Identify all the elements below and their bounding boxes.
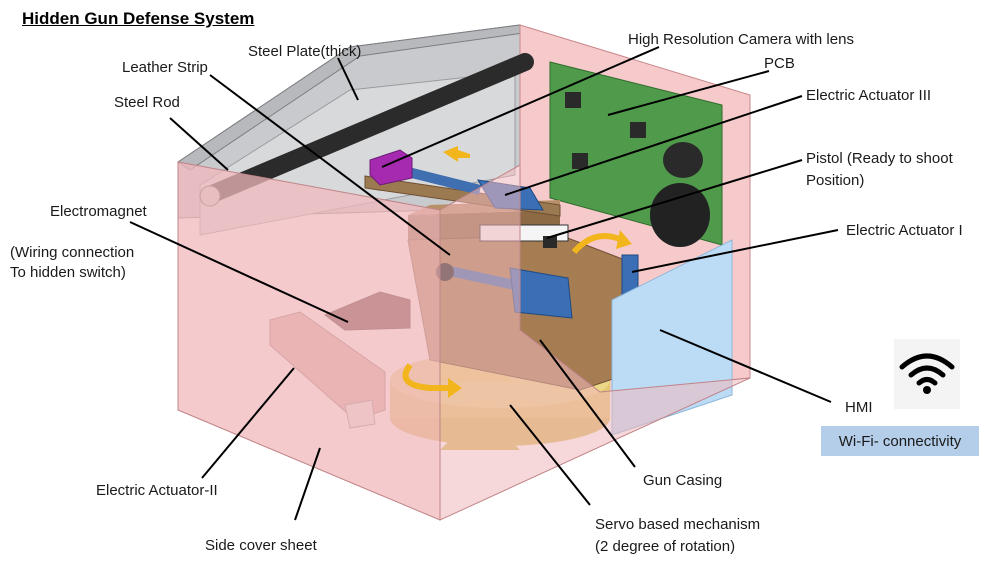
wifi-connectivity-label: Wi-Fi- connectivity: [821, 426, 979, 456]
label-actuator-3: Electric Actuator III: [806, 87, 932, 104]
label-actuator-1: Electric Actuator I: [846, 222, 963, 239]
label-actuator-2: Electric Actuator-II: [96, 482, 218, 499]
label-servo-line1: Servo based mechanism: [595, 516, 761, 533]
label-steel-rod: Steel Rod: [114, 94, 180, 111]
rotation-arrows: [402, 146, 632, 398]
wifi-connectivity-text: Wi-Fi- connectivity: [838, 432, 962, 450]
label-wiring-line2: To hidden switch): [10, 264, 126, 281]
label-side-cover: Side cover sheet: [205, 537, 317, 554]
side-cover-sheet: [177, 161, 751, 521]
pcb-board: [549, 61, 723, 247]
label-electromagnet: Electromagnet: [50, 203, 147, 220]
wifi-icon: [894, 339, 960, 409]
label-leather-strip: Leather Strip: [122, 59, 208, 76]
label-pistol-line1: Pistol (Ready to shoot: [806, 150, 953, 167]
label-steel-plate: Steel Plate(thick): [248, 43, 362, 60]
label-pcb: PCB: [764, 55, 795, 72]
label-gun-casing: Gun Casing: [643, 472, 723, 489]
diagram-title: Hidden Gun Defense System: [22, 9, 255, 28]
leader-lines: [129, 46, 839, 521]
label-hmi: HMI: [845, 399, 873, 416]
label-servo-line2: (2 degree of rotation): [595, 538, 736, 555]
label-wiring-line1: (Wiring connection: [10, 244, 135, 261]
label-pistol-line2: Position): [806, 172, 865, 189]
label-camera: High Resolution Camera with lens: [628, 31, 854, 48]
